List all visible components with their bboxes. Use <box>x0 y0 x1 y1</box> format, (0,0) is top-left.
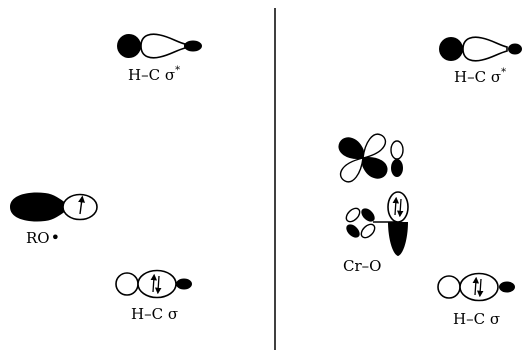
left-sigma-label: H–C σ <box>131 305 178 323</box>
left-sigma-orbital <box>115 269 192 299</box>
right-sigma-electron-down-arrow <box>476 278 484 298</box>
cr-o-label: Cr–O <box>343 257 381 275</box>
cr-d-orbital-upper <box>338 133 404 183</box>
radical-label: RO• <box>26 228 60 247</box>
left-sigma-electron-down-arrow <box>154 275 162 295</box>
radical-electron-arrow <box>78 195 86 215</box>
right-sigma-orbital <box>437 272 515 302</box>
left-sigma-star-orbital <box>117 33 202 59</box>
left-sigma-star-label: H–C σ* <box>128 65 180 84</box>
radical-orbital <box>10 192 98 222</box>
cr-o-electron-down-arrow <box>396 198 404 218</box>
right-sigma-electron-up-arrow <box>472 276 480 296</box>
right-sigma-star-label: H–C σ* <box>454 67 506 86</box>
cr-o-orbital <box>345 191 409 256</box>
cr-o-electron-up-arrow <box>392 196 400 216</box>
right-sigma-star-orbital <box>439 36 522 62</box>
left-sigma-electron-up-arrow <box>150 273 158 293</box>
right-sigma-label: H–C σ <box>453 310 500 328</box>
